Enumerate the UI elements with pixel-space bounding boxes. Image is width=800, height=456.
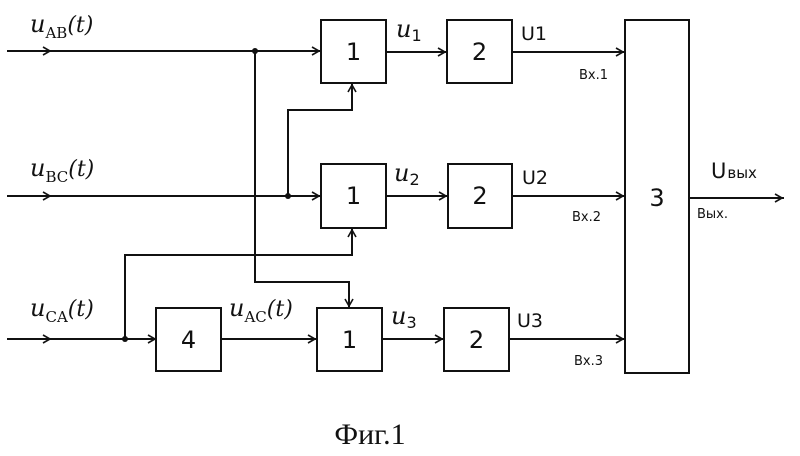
label-signal-u1: u1 — [396, 15, 422, 45]
arrow-right-icon — [40, 46, 52, 56]
block-1-top-label: 1 — [346, 38, 361, 66]
label-signal-uac: uAC(t) — [229, 294, 293, 326]
block-2-bot: 2 — [443, 307, 510, 372]
arrow-right-icon — [40, 191, 52, 201]
arrow-right-icon — [40, 334, 52, 344]
figure-caption: Фиг.1 — [334, 418, 405, 451]
junction-dot-uab — [252, 48, 258, 54]
block-2-mid-label: 2 — [472, 182, 487, 210]
arrow-right-icon — [434, 334, 444, 344]
block-1-bot: 1 — [316, 307, 383, 372]
block-2-top: 2 — [446, 19, 513, 84]
label-U3: U3 — [517, 310, 543, 332]
arrow-right-icon — [615, 191, 625, 201]
block-2-bot-label: 2 — [469, 326, 484, 354]
label-port-out: Вых. — [697, 207, 728, 222]
label-port-in3: Вх.3 — [574, 354, 603, 369]
block-2-top-label: 2 — [472, 38, 487, 66]
block-4-label: 4 — [181, 326, 196, 354]
arrowheads — [40, 46, 784, 344]
block-3: 3 — [624, 19, 690, 374]
block-1-bot-label: 1 — [342, 326, 357, 354]
label-signal-u3: u3 — [391, 302, 417, 332]
arrow-right-icon — [311, 46, 321, 56]
block-1-top: 1 — [320, 19, 387, 84]
wire-ubc-branch-to-top-block1 — [287, 84, 353, 197]
block-3-label: 3 — [649, 184, 664, 212]
arrow-right-icon — [615, 334, 625, 344]
label-port-in1: Вх.1 — [579, 68, 608, 83]
arrow-right-icon — [311, 191, 321, 201]
label-port-in2: Вх.2 — [572, 210, 601, 225]
arrow-right-icon — [307, 334, 317, 344]
label-signal-u2: u2 — [394, 159, 420, 189]
label-U2: U2 — [522, 167, 548, 189]
arrow-up-icon — [347, 83, 357, 93]
label-input-ubc: uBC(t) — [30, 154, 94, 186]
block-2-mid: 2 — [447, 163, 513, 229]
arrow-right-icon — [437, 47, 447, 57]
block-1-mid-label: 1 — [346, 182, 361, 210]
arrow-right-icon — [774, 193, 784, 203]
label-input-uab: uAB(t) — [30, 10, 93, 42]
arrow-right-icon — [615, 47, 625, 57]
block-4: 4 — [155, 307, 222, 372]
wire-uab-branch-to-bottom-block1 — [254, 50, 350, 307]
block-1-mid: 1 — [320, 163, 387, 229]
label-input-uca: uCA(t) — [30, 294, 94, 326]
label-output-uvyx: Uвых — [711, 159, 757, 183]
label-U1: U1 — [521, 23, 547, 45]
wire-uca-branch-to-mid-block1 — [124, 229, 353, 340]
arrow-down-icon — [344, 298, 354, 308]
junction-dot-ubc — [285, 193, 291, 199]
junction-dot-uca — [122, 336, 128, 342]
arrow-right-icon — [438, 191, 448, 201]
arrow-up-icon — [347, 228, 357, 238]
